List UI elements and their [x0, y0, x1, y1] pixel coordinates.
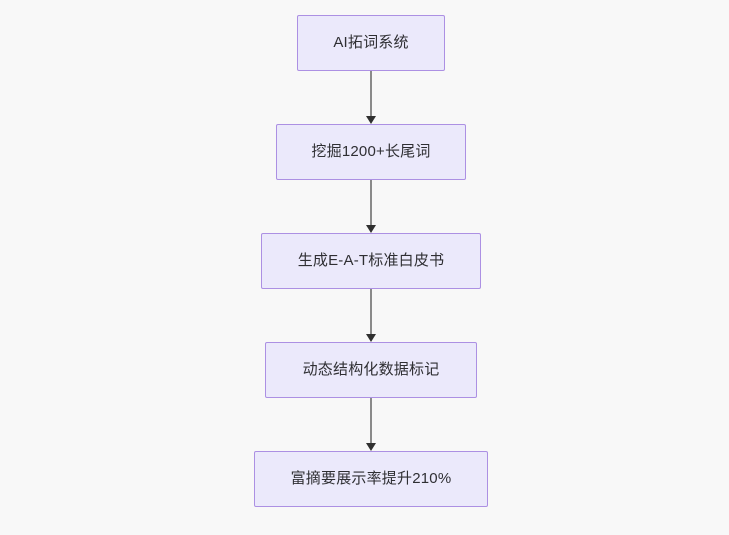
arrow-head-icon [366, 116, 376, 124]
flow-node-ai-keyword-system[interactable]: AI拓词系统 [297, 15, 445, 71]
edge-line [370, 289, 372, 334]
flow-edge-n4-n5 [366, 398, 376, 451]
edge-line [370, 180, 372, 225]
flow-node-structured-data-markup[interactable]: 动态结构化数据标记 [265, 342, 477, 398]
flow-edge-n2-n3 [366, 180, 376, 233]
flow-node-eat-whitepaper[interactable]: 生成E-A-T标准白皮书 [261, 233, 481, 289]
flow-node-label: AI拓词系统 [333, 34, 409, 51]
edge-line [370, 71, 372, 116]
arrow-head-icon [366, 225, 376, 233]
flow-node-rich-snippet-result[interactable]: 富摘要展示率提升210% [254, 451, 488, 507]
edge-line [370, 398, 372, 443]
flow-node-label: 富摘要展示率提升210% [290, 470, 452, 487]
arrow-head-icon [366, 334, 376, 342]
flow-node-label: 生成E-A-T标准白皮书 [297, 252, 445, 269]
flow-node-label: 挖掘1200+长尾词 [311, 143, 431, 160]
flow-edge-n3-n4 [366, 289, 376, 342]
arrow-head-icon [366, 443, 376, 451]
flow-edge-n1-n2 [366, 71, 376, 124]
flow-node-longtail-keywords[interactable]: 挖掘1200+长尾词 [276, 124, 466, 180]
flow-node-label: 动态结构化数据标记 [302, 361, 440, 378]
